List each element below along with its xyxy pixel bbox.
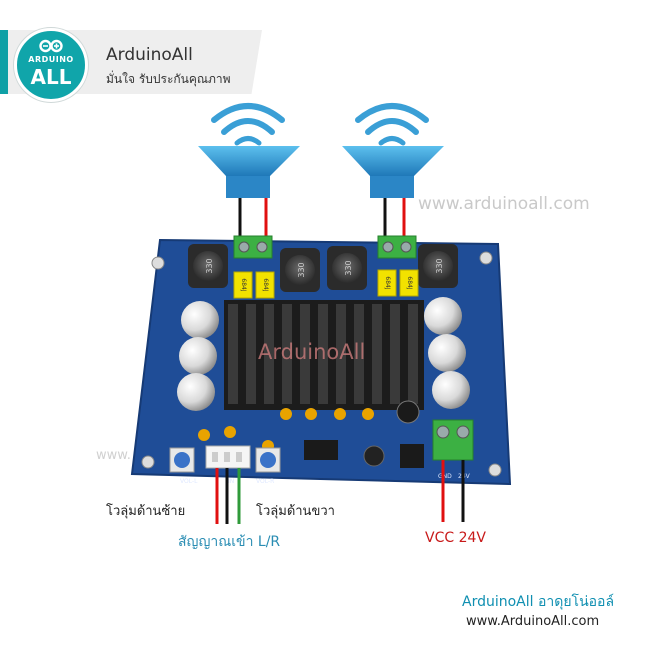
inductor-label: 330: [435, 258, 444, 273]
input-wires: [215, 468, 241, 524]
brand-name: ArduinoAll: [106, 45, 193, 65]
speaker-left-icon: [198, 103, 300, 198]
input-connector: [205, 445, 251, 469]
inductor-label: 330: [344, 260, 353, 275]
label-signal-input: สัญญาณเข้า L/R: [178, 534, 281, 550]
pin-label: IN: [228, 478, 234, 485]
capacitor-label: 684J: [406, 276, 413, 289]
infinity-icon: [39, 39, 63, 53]
footer-brand: ArduinoAll อาดุยโน่ออล์: [462, 594, 615, 610]
inductor-label: 330: [205, 258, 214, 273]
film-capacitor: 684J: [399, 269, 419, 297]
capacitor-label: 684J: [240, 278, 247, 291]
pin-label: VOL-L: [180, 478, 198, 485]
capacitor-label: 684J: [384, 276, 391, 289]
brand-tagline: มั่นใจ รับประกันคุณภาพ: [106, 72, 231, 86]
label-volume-left: โวลุ่มด้านซ้าย: [106, 504, 186, 519]
electrolytic-capacitor: [177, 297, 470, 411]
brand-banner-accent: [0, 30, 8, 94]
amplifier-board: 330 330 330 330: [130, 235, 512, 486]
logo-bottom-text: ALL: [30, 65, 72, 89]
footer-url[interactable]: www.ArduinoAll.com: [466, 614, 600, 629]
watermark-url: www.arduinoall.com: [418, 194, 590, 214]
heatsink: [224, 300, 424, 410]
watermark-center: ArduinoAll: [258, 340, 366, 364]
brand-logo: ARDUINO ALL: [14, 28, 88, 102]
small-components: [198, 400, 424, 468]
volume-knob-right: [255, 447, 281, 473]
volume-knob-left: [169, 447, 195, 473]
inductor-label: 330: [297, 262, 306, 277]
film-capacitor: 684J: [233, 271, 253, 299]
pin-label: GND: [438, 473, 452, 480]
film-capacitor: 684J: [255, 271, 275, 299]
power-wires: [441, 460, 465, 522]
inductor: 330: [327, 246, 367, 290]
power-terminal: [432, 419, 474, 461]
inductor: 330: [280, 248, 320, 292]
speaker-right-icon: [342, 103, 444, 198]
capacitor-label: 684J: [262, 278, 269, 291]
speaker-terminal-left: [233, 235, 273, 259]
speaker-wires: [238, 198, 406, 240]
pin-label: VOL-R: [256, 478, 274, 485]
film-capacitor: 684J: [377, 269, 397, 297]
label-volume-right: โวลุ่มด้านขวา: [256, 504, 335, 519]
logo-top-text: ARDUINO: [28, 55, 74, 64]
inductor: 330: [188, 244, 228, 288]
inductor: 330: [418, 244, 458, 288]
watermark-left: www.: [96, 448, 131, 463]
speaker-terminal-right: [377, 235, 417, 259]
label-vcc: VCC 24V: [425, 530, 486, 546]
